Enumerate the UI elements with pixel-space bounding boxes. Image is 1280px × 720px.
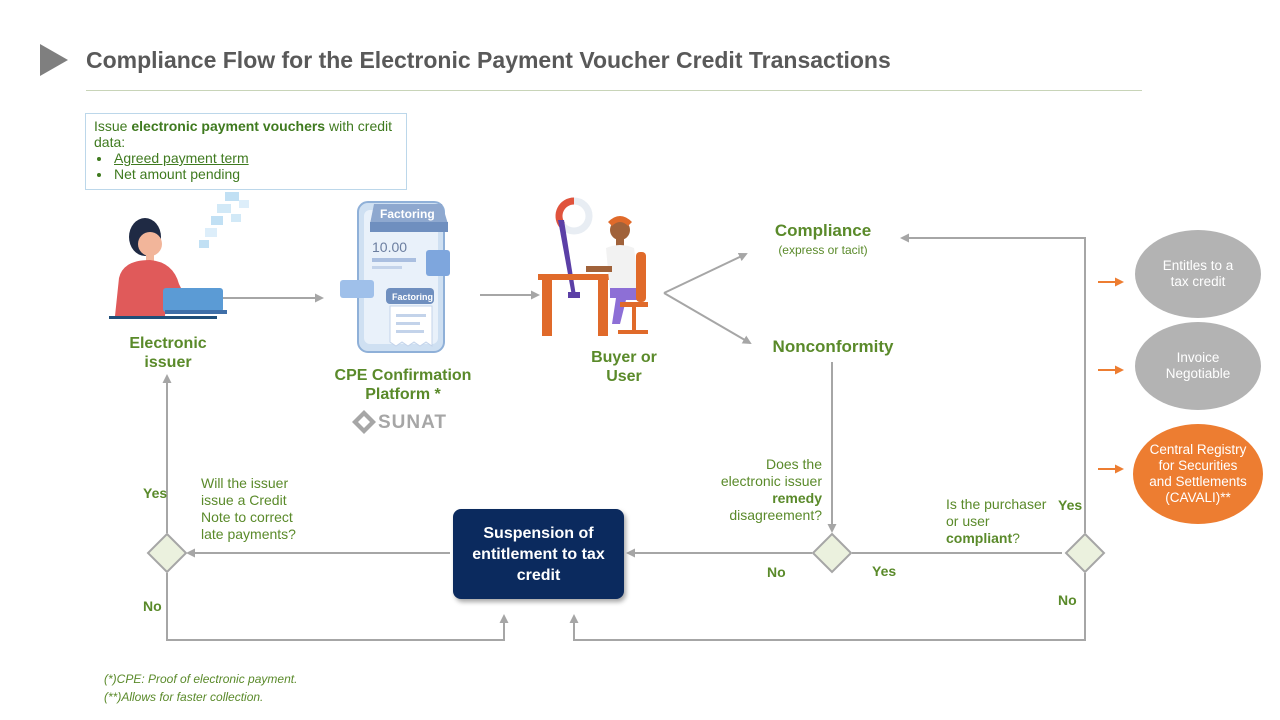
electronic-issuer-illustration (109, 192, 249, 319)
arrow-buyer-to-compliance (663, 252, 748, 294)
footnote-cavali: (**)Allows for faster collection. (104, 690, 264, 704)
sunat-logo-mark-icon (352, 410, 376, 434)
outcome-tax-credit: Entitles to a tax credit (1135, 230, 1261, 318)
question-credit-note: Will the issuer issue a Credit Note to c… (201, 475, 296, 542)
answer-mid-no: No (767, 564, 786, 580)
answer-left-yes: Yes (143, 485, 168, 501)
sunat-logo-text: SUNAT (378, 412, 448, 433)
answer-mid-yes: Yes (872, 563, 897, 579)
cpe-platform-phone-illustration: Factoring 10.00 Factoring (340, 201, 450, 353)
answer-left-no: No (143, 598, 162, 614)
cpe-platform-label: CPE Confirmation Platform * (334, 367, 472, 403)
arrow-compliant-no-to-suspension (569, 573, 1086, 641)
arrow-compliant-yes-to-compliance (900, 233, 1086, 533)
bullet-net-amount-pending: Net amount pending (112, 166, 398, 182)
compliance-label: Compliance (774, 221, 872, 240)
footnote-cpe: (*)CPE: Proof of electronic payment. (104, 672, 298, 686)
arrow-buyer-to-nonconformity (663, 292, 752, 345)
title-arrow-icon (40, 44, 68, 76)
answer-right-yes: Yes (1058, 497, 1083, 513)
arrow-credit-note-no-to-suspension (166, 573, 509, 641)
page-title: Compliance Flow for the Electronic Payme… (86, 47, 891, 73)
voucher-data-list: Agreed payment term Net amount pending (94, 150, 398, 182)
sunat-logo: SUNAT (352, 408, 452, 438)
suspension-label: Suspension of entitlement to tax credit (472, 524, 605, 584)
buyer-illustration (538, 197, 648, 336)
title-divider (86, 90, 1142, 91)
nonconformity-label: Nonconformity (772, 337, 894, 356)
data-stream-icon (199, 192, 249, 248)
phone-button-text: Factoring (392, 292, 433, 302)
phone-banner-text: Factoring (380, 207, 435, 221)
buyer-label: Buyer or User (591, 349, 657, 385)
outcome-invoice-negotiable: Invoice Negotiable (1135, 322, 1261, 410)
phone-amount-text: 10.00 (372, 239, 407, 255)
answer-right-no: No (1058, 592, 1077, 608)
decision-diamond-compliant (1064, 532, 1106, 574)
electronic-issuer-label: Electronic issuer (129, 335, 207, 371)
decision-diamond-credit-note (146, 532, 188, 574)
voucher-data-box: Issue electronic payment vouchers with c… (85, 113, 407, 190)
suspension-box: Suspension of entitlement to tax credit (453, 509, 624, 599)
question-compliant: Is the purchaser or user compliant? (946, 496, 1047, 546)
decision-diamond-remedy (811, 532, 853, 574)
bullet-agreed-payment-term: Agreed payment term (112, 150, 398, 166)
voucher-data-intro: Issue electronic payment vouchers with c… (94, 118, 393, 150)
outcome-cavali: Central Registry for Securities and Sett… (1133, 424, 1263, 524)
compliance-note: (express or tacit) (778, 243, 868, 257)
